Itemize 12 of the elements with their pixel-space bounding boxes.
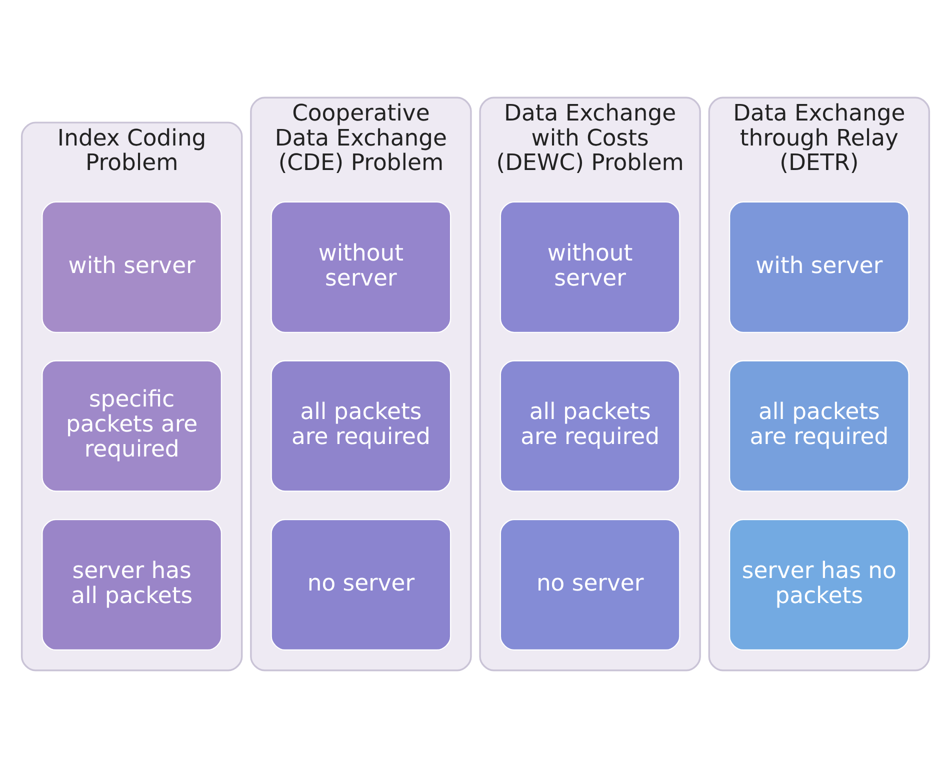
node-box: without server	[270, 201, 452, 333]
node-box: all packets are required	[729, 360, 910, 492]
node-box: all packets are required	[500, 360, 680, 492]
node-box: without server	[500, 201, 680, 333]
node-box: specific packets are required	[42, 360, 222, 492]
node-box: server has all packets	[42, 518, 222, 651]
node-box: all packets are required	[270, 360, 452, 492]
node-box: no server	[500, 518, 680, 651]
node-box: server has no packets	[729, 518, 910, 651]
node-box: with server	[42, 201, 222, 333]
node-box: with server	[729, 201, 910, 333]
node-box: no server	[270, 518, 452, 651]
